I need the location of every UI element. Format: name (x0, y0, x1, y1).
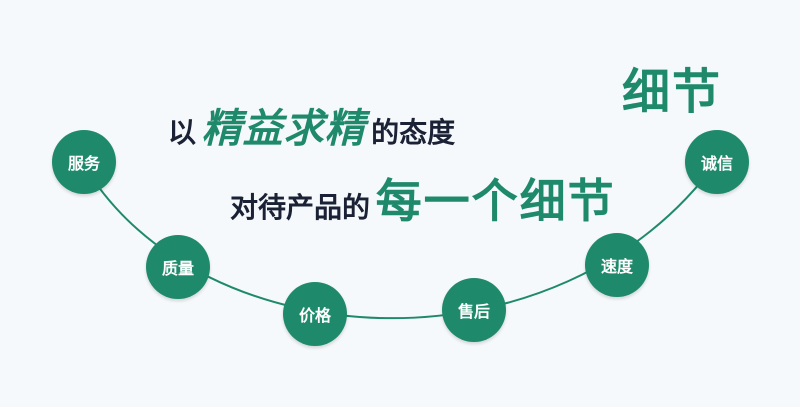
value-node-service: 服务 (52, 130, 116, 194)
headline-line-1-suffix: 的态度 (371, 116, 456, 149)
headline-line-2-highlight: 每一个细节 (375, 174, 616, 228)
corner-tag: 细节 (622, 64, 723, 120)
value-node-speed: 速度 (585, 233, 649, 297)
headline-line-2: 对待产品的 每一个细节 (230, 165, 616, 231)
value-node-price: 价格 (283, 282, 347, 346)
headline-line-2-prefix: 对待产品的 (230, 191, 371, 224)
headline-line-1: 以 精益求精 的态度 (168, 96, 455, 154)
value-node-after-sales: 售后 (442, 278, 506, 342)
value-node-quality: 质量 (146, 235, 210, 299)
headline-line-1-prefix: 以 (168, 116, 197, 149)
value-node-integrity: 诚信 (685, 130, 749, 194)
headline-line-1-highlight: 精益求精 (201, 106, 366, 152)
